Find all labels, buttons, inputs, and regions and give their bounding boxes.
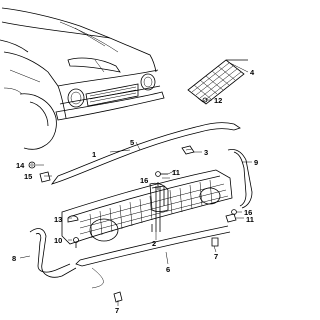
callout-7-right: 7 [214, 252, 218, 261]
callout-15: 15 [24, 172, 32, 181]
callout-8: 8 [12, 254, 16, 263]
right-side-trim [227, 149, 253, 209]
callout-2: 2 [152, 239, 156, 248]
callout-12: 12 [214, 96, 222, 105]
clip-part-3 [181, 145, 195, 155]
car-front-illustration [0, 7, 165, 150]
callout-labels: 4 12 5 1 3 9 14 15 16 11 13 10 8 2 16 11… [12, 68, 258, 315]
callout-11-right: 11 [246, 215, 254, 224]
callout-1: 1 [92, 150, 96, 159]
callout-16-top: 16 [140, 176, 148, 185]
callout-6: 6 [166, 265, 170, 274]
callout-7-bottom: 7 [115, 306, 119, 315]
callout-3: 3 [204, 148, 208, 157]
callout-11-top: 11 [172, 168, 180, 177]
parts-diagram: 4 12 5 1 3 9 14 15 16 11 13 10 8 2 16 11… [0, 7, 258, 315]
left-side-trim [29, 228, 77, 278]
callout-13: 13 [54, 215, 62, 224]
callout-5: 5 [130, 138, 134, 147]
callout-9: 9 [254, 158, 258, 167]
callout-4: 4 [250, 68, 255, 77]
leader-lines [19, 61, 252, 306]
grille-assembly [61, 169, 233, 245]
callout-16-right: 16 [244, 208, 252, 217]
callout-14: 14 [16, 161, 25, 170]
callout-10: 10 [54, 236, 62, 245]
fasteners [28, 161, 237, 303]
moulding-strip-part [50, 122, 241, 185]
lower-bar-part [75, 225, 231, 289]
